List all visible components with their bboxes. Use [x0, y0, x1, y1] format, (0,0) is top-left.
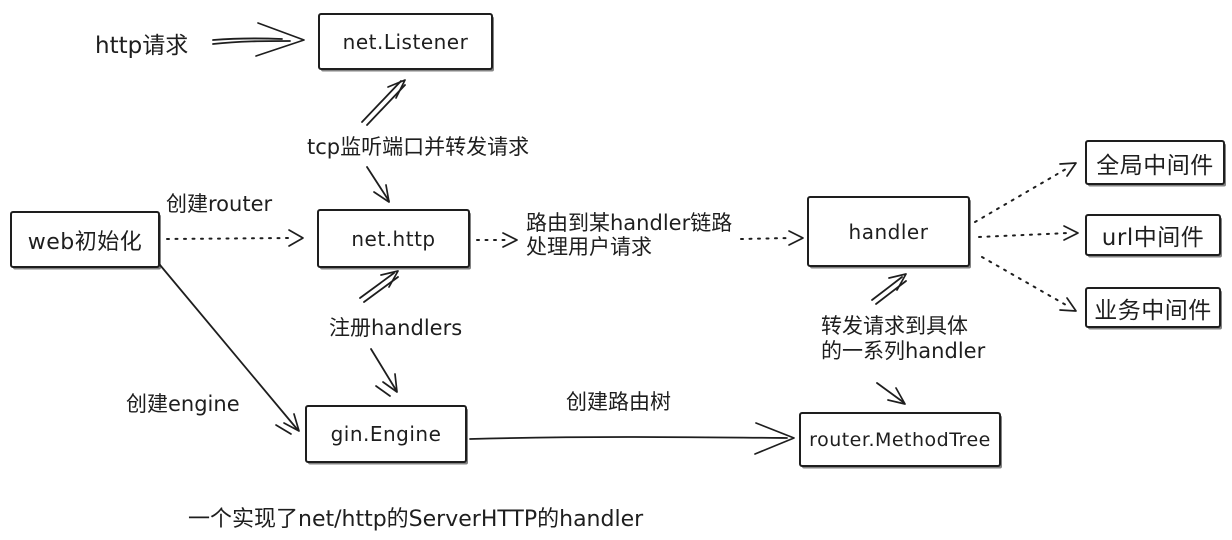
- node-web-init-label: web初始化: [27, 229, 143, 255]
- label-http-request: http请求: [95, 33, 189, 59]
- arrow-web-init-to-net-http: [166, 229, 304, 247]
- arrow-register-label-to-gin-engine: [370, 348, 398, 397]
- arrow-http-request-to-listener: [212, 22, 305, 57]
- arrow-register-label-to-net-http: [359, 270, 399, 303]
- arrow-route-label-to-handler: [740, 230, 804, 246]
- arrow-tcp-label-to-net-http: [366, 166, 390, 203]
- node-gin-engine: gin.Engine: [305, 405, 467, 463]
- node-gin-engine-label: gin.Engine: [330, 422, 442, 446]
- label-forward-line2: 的一系列handler: [821, 339, 986, 363]
- arrow-gin-engine-to-method-tree: [469, 422, 795, 455]
- node-global-middleware: 全局中间件: [1085, 140, 1225, 185]
- node-url-middleware-label: url中间件: [1101, 225, 1205, 251]
- arrow-tcp-label-to-listener: [361, 79, 406, 126]
- arrow-forward-label-to-handler: [871, 273, 907, 305]
- node-global-middleware-label: 全局中间件: [1096, 152, 1214, 179]
- arrow-handler-to-biz-mw: [981, 256, 1077, 312]
- node-net-listener-label: net.Listener: [342, 29, 469, 54]
- node-net-http: net.http: [317, 209, 470, 268]
- arrow-forward-label-to-method-tree: [876, 382, 906, 405]
- node-net-listener: net.Listener: [318, 13, 493, 70]
- label-register-handlers: 注册handlers: [329, 316, 463, 340]
- node-url-middleware: url中间件: [1085, 214, 1221, 256]
- node-handler-label: handler: [848, 219, 929, 244]
- label-create-router: 创建router: [166, 192, 273, 216]
- arrow-handler-to-global-mw: [974, 162, 1077, 223]
- label-forward-line1: 转发请求到具体: [821, 314, 968, 338]
- label-create-engine: 创建engine: [126, 392, 240, 416]
- node-router-method-tree-label: router.MethodTree: [809, 428, 991, 451]
- node-handler: handler: [807, 196, 970, 267]
- label-tcp-forward: tcp监听端口并转发请求: [307, 135, 530, 159]
- arrow-net-http-to-route-label: [476, 232, 518, 248]
- arrow-handler-to-url-mw: [978, 225, 1079, 241]
- label-footnote: 一个实现了net/http的ServerHTTP的handler: [188, 507, 644, 532]
- label-forward-to-handlers: 转发请求到具体 的一系列handler: [821, 314, 985, 364]
- node-web-init: web初始化: [10, 211, 160, 268]
- label-route-line1: 路由到某handler链路: [526, 211, 733, 235]
- arrow-web-init-to-gin-engine: [159, 264, 300, 435]
- node-router-method-tree: router.MethodTree: [799, 412, 1001, 467]
- node-business-middleware-label: 业务中间件: [1094, 297, 1212, 324]
- label-route-line2: 处理用户请求: [526, 235, 652, 259]
- node-business-middleware: 业务中间件: [1085, 287, 1221, 328]
- label-route-to-handler-chain: 路由到某handler链路 处理用户请求: [526, 211, 732, 259]
- label-create-route-tree: 创建路由树: [566, 390, 671, 414]
- node-net-http-label: net.http: [351, 226, 436, 251]
